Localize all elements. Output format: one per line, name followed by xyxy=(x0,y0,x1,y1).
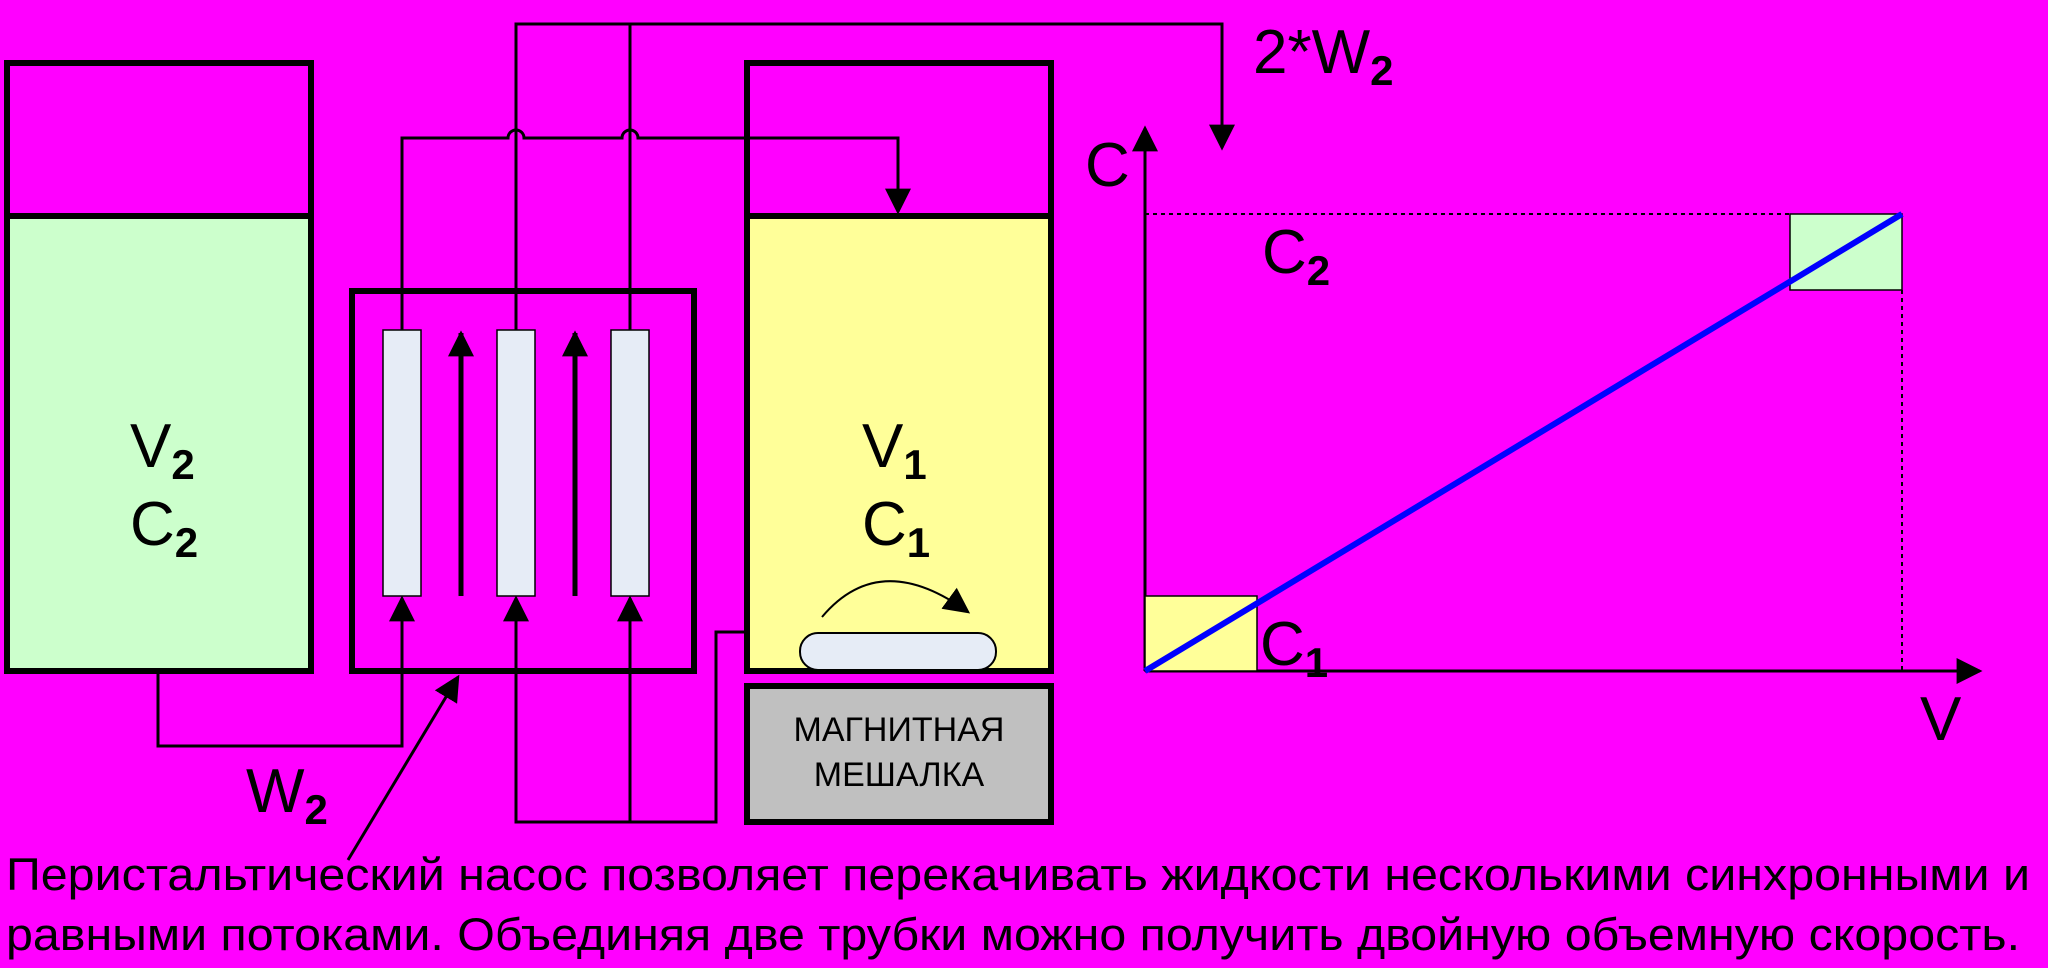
right-concentration-label: C1 xyxy=(862,490,930,566)
y-axis-label: C xyxy=(1085,131,1130,200)
left-volume-label: V2 xyxy=(130,412,195,488)
caption-line-1: Перистальтический насос позволяет перека… xyxy=(6,849,2030,900)
left-reservoir: V2 C2 xyxy=(4,60,314,674)
feed-line-w2 xyxy=(156,595,415,748)
caption-line-2: равными потоками. Объединяя две трубки м… xyxy=(6,909,2020,960)
double-flow-line xyxy=(514,22,1235,330)
right-vessel-liquid xyxy=(744,213,1054,674)
c2-level-label: C2 xyxy=(1262,218,1330,294)
pump-tube-1 xyxy=(382,329,422,597)
w2-flow-label: W2 xyxy=(246,757,328,833)
left-concentration-label: C2 xyxy=(130,490,198,566)
magnetic-stirrer: МАГНИТНАЯ МЕШАЛКА xyxy=(744,683,1054,825)
return-line-to-tube-2 xyxy=(503,595,747,824)
left-reservoir-headspace xyxy=(4,60,314,219)
left-reservoir-liquid xyxy=(4,213,314,674)
c1-level-label: C1 xyxy=(1260,610,1328,686)
stirrer-box xyxy=(744,683,1054,825)
feed-line-to-vessel xyxy=(400,128,911,330)
x-axis-label: V xyxy=(1920,685,1962,754)
pump-tube-2 xyxy=(496,329,536,597)
concentration-line xyxy=(1143,211,1904,674)
right-volume-label: V1 xyxy=(862,412,927,488)
stirrer-label-line2: МЕШАЛКА xyxy=(814,756,985,794)
w2-pointer-arrow xyxy=(346,674,460,861)
stir-bar xyxy=(799,632,997,671)
stirrer-label-line1: МАГНИТНАЯ xyxy=(794,711,1005,749)
double-flow-label: 2*W2 xyxy=(1253,18,1394,94)
pump-tube-3 xyxy=(610,329,650,597)
stir-rotation-arrow xyxy=(821,580,971,618)
tubing xyxy=(156,22,1235,824)
concentration-graph: C V C2 C1 xyxy=(1085,125,1983,754)
